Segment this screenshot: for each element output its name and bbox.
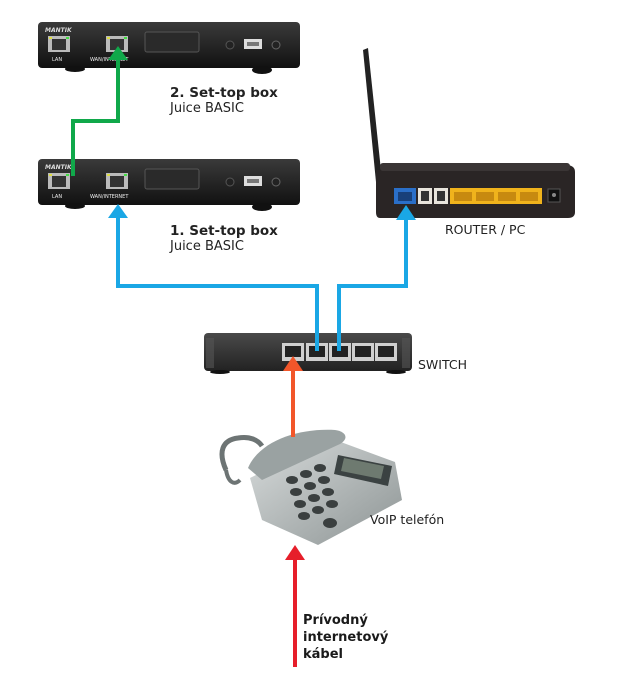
stb1-title: 1. Set-top box [170, 223, 278, 239]
red-arrowhead [285, 545, 305, 560]
handset [248, 429, 346, 480]
wan-port [106, 173, 128, 189]
cable-label-line-3: kábel [303, 647, 343, 662]
lan-label: LAN [52, 194, 62, 200]
coax-port [225, 40, 235, 50]
brand-logo: MANTIK [45, 164, 73, 171]
set-top-box-1: MANTIK LAN WAN/INTERNET [38, 159, 300, 211]
phone-label: VoIP telefón [370, 512, 445, 527]
stb2-title: 2. Set-top box [170, 85, 278, 101]
blue-arrowhead-router [396, 205, 416, 220]
router-label: ROUTER / PC [445, 222, 526, 237]
blue-cable-stb [116, 216, 319, 351]
stb2-model: Juice BASIC [170, 101, 244, 116]
wan-port [106, 36, 128, 52]
switch [204, 333, 412, 374]
lan-port [48, 173, 70, 189]
cable-label-line-2: internetový [303, 630, 389, 645]
scart-port [144, 31, 200, 53]
antenna [363, 48, 382, 182]
wan-label: WAN/INTERNET [90, 194, 129, 200]
cables [71, 46, 416, 667]
keypad [286, 464, 338, 528]
stb2-label: 2. Set-top box Juice BASIC [170, 85, 278, 117]
orange-arrowhead [283, 356, 303, 371]
cable-label-line-1: Prívodný [303, 613, 368, 628]
voip-phone [219, 429, 402, 545]
stb1-label: 1. Set-top box Juice BASIC [170, 223, 278, 255]
brand-logo: MANTIK [45, 27, 73, 34]
phone-cord [219, 435, 265, 472]
cable-label: Prívodný internetový kábel [303, 612, 388, 663]
power-port [271, 40, 281, 50]
lan-label: LAN [52, 57, 62, 63]
switch-label: SWITCH [418, 357, 468, 372]
green-cable [71, 58, 120, 176]
green-arrowhead [108, 46, 128, 60]
set-top-box-2: MANTIK LAN WAN/INTERNET [38, 22, 300, 74]
blue-cable-router [337, 218, 408, 351]
power-port [271, 177, 281, 187]
switch-ports [282, 343, 397, 361]
scart-port [144, 168, 200, 190]
blue-arrowhead-stb [108, 204, 128, 218]
ethernet-ports [450, 188, 542, 204]
coax-port [225, 177, 235, 187]
router [363, 48, 575, 218]
lan-port [48, 36, 70, 52]
stb1-model: Juice BASIC [170, 239, 244, 254]
